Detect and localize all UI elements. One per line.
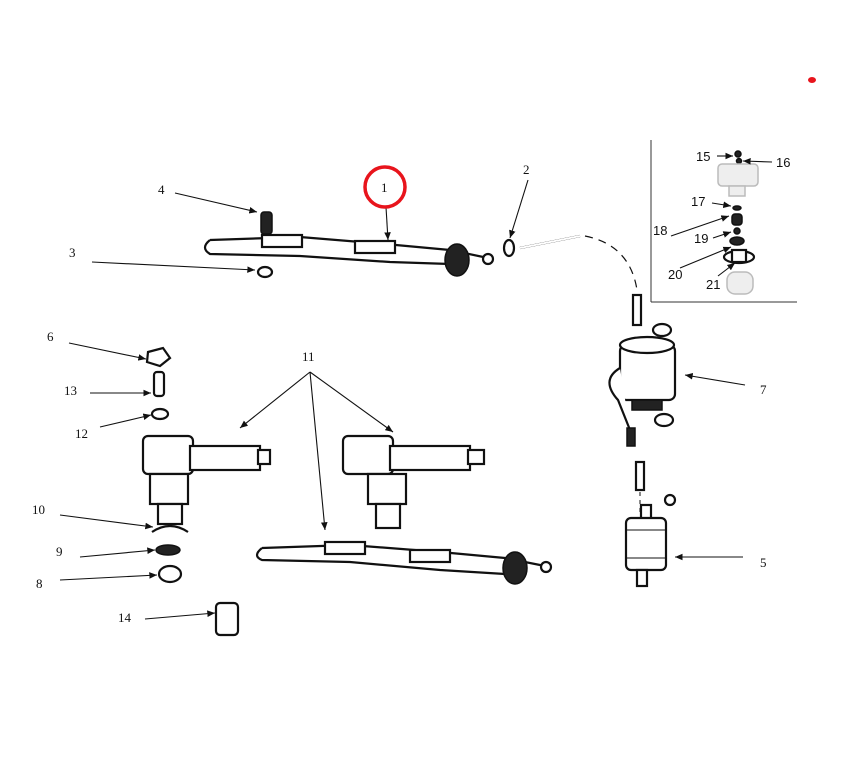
callout-20[interactable]: 20 bbox=[668, 267, 682, 282]
callout-8[interactable]: 8 bbox=[36, 576, 43, 591]
callout-7[interactable]: 7 bbox=[760, 382, 767, 397]
injector-assembly-left bbox=[141, 434, 272, 526]
callout-9[interactable]: 9 bbox=[56, 544, 63, 559]
callout-21[interactable]: 21 bbox=[706, 277, 720, 292]
clamp-part-2 bbox=[502, 238, 516, 258]
fuel-rail-lower bbox=[255, 540, 553, 585]
fuel-rail-part-1 bbox=[203, 233, 495, 277]
callout-15[interactable]: 15 bbox=[696, 149, 710, 164]
callout-2[interactable]: 2 bbox=[523, 162, 530, 177]
callout-5[interactable]: 5 bbox=[760, 555, 767, 570]
callout-11[interactable]: 11 bbox=[302, 349, 315, 364]
nut-part-3 bbox=[256, 265, 274, 279]
fuel-hose bbox=[519, 234, 643, 327]
callout-14[interactable]: 14 bbox=[118, 610, 132, 625]
callout-12[interactable]: 12 bbox=[75, 426, 88, 441]
washer-part-12 bbox=[150, 407, 170, 421]
callout-3[interactable]: 3 bbox=[69, 245, 76, 260]
leader-lines bbox=[59, 152, 773, 620]
nut-part-6 bbox=[145, 346, 172, 368]
inset-frame bbox=[650, 140, 797, 303]
fuel-pump-part-7 bbox=[608, 322, 677, 512]
clip-part-10 bbox=[151, 524, 189, 533]
callout-13[interactable]: 13 bbox=[64, 383, 77, 398]
injector-assembly-right bbox=[341, 434, 486, 530]
red-marker-dot bbox=[808, 77, 816, 83]
callout-10[interactable]: 10 bbox=[32, 502, 45, 517]
callout-6[interactable]: 6 bbox=[47, 329, 54, 344]
callout-18[interactable]: 18 bbox=[653, 223, 667, 238]
pressure-regulator-inset bbox=[717, 150, 759, 295]
cap-part-14 bbox=[214, 601, 240, 637]
highlight-circle-callout-1 bbox=[363, 165, 407, 209]
callout-16[interactable]: 16 bbox=[776, 155, 790, 170]
callout-19[interactable]: 19 bbox=[694, 231, 708, 246]
grommet-part-8 bbox=[157, 564, 183, 584]
seal-part-9 bbox=[155, 544, 181, 556]
fuel-filter-part-5 bbox=[624, 493, 677, 588]
callout-1[interactable]: 1 bbox=[381, 180, 388, 195]
stud-part-13 bbox=[152, 370, 166, 398]
callout-4[interactable]: 4 bbox=[158, 182, 165, 197]
callout-17[interactable]: 17 bbox=[691, 194, 705, 209]
bolt-part-4 bbox=[260, 211, 273, 235]
